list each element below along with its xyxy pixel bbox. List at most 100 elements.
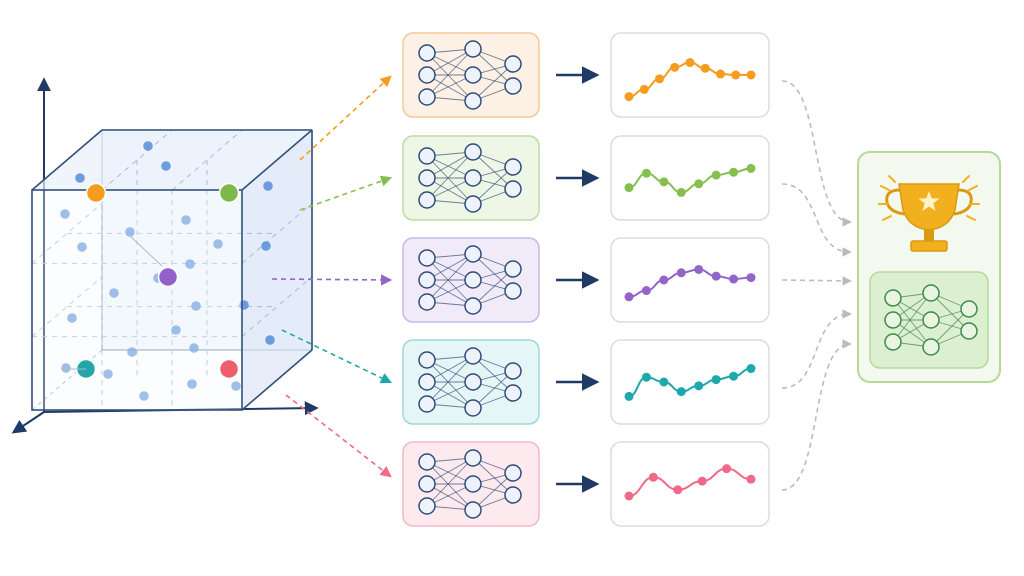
network-edge (426, 359, 474, 409)
sparkle-ray (888, 175, 896, 183)
curve-point (711, 375, 721, 385)
network-edge (930, 308, 970, 348)
network-edge (472, 166, 514, 205)
curve-point (694, 264, 704, 274)
sample-point (125, 227, 135, 237)
performance-card-red (610, 441, 770, 527)
performance-card-teal (610, 339, 770, 425)
network-edge (426, 177, 474, 205)
network-edge (892, 297, 932, 348)
network-edge (472, 472, 514, 511)
network-node (504, 260, 522, 278)
network-node (504, 158, 522, 176)
neural-network-icon (418, 143, 522, 213)
curve-point (641, 286, 651, 296)
curve-point (624, 92, 634, 102)
curve-point (659, 177, 669, 187)
sample-point (171, 325, 181, 335)
best-model-panel (857, 151, 1001, 383)
selection-connector (781, 276, 852, 286)
network-node (922, 284, 940, 302)
z-axis (11, 411, 45, 434)
curve-point (711, 170, 721, 180)
network-edge (426, 151, 474, 201)
sample-point (77, 242, 87, 252)
network-node (504, 362, 522, 380)
network-node (418, 191, 436, 209)
network-node (464, 40, 482, 58)
sample-point (67, 313, 77, 323)
candidate-point-red (218, 358, 240, 380)
curve-point (700, 63, 710, 73)
selection-connector (781, 309, 852, 389)
trophy-cup (898, 183, 960, 231)
curve-point (729, 274, 739, 284)
trial-arrows (271, 75, 393, 478)
curve-point (746, 70, 756, 80)
network-edge (472, 63, 514, 102)
cube-edge (241, 349, 313, 411)
neural-network-icon (418, 40, 522, 110)
curve-point (746, 474, 756, 484)
trial-row-purple (402, 237, 770, 323)
curve-point (655, 74, 664, 84)
performance-card-green (610, 135, 770, 221)
network-node (464, 347, 482, 365)
trophy-stem (924, 230, 934, 242)
network-edge (426, 257, 474, 307)
network-node (464, 143, 482, 161)
sparkle-ray (968, 185, 978, 191)
network-node (418, 44, 436, 62)
curve-point (746, 163, 756, 173)
network-edge (426, 483, 474, 511)
network-edge (472, 253, 514, 292)
cube-inner-arrow (129, 235, 163, 267)
curve-point (639, 84, 649, 94)
network-node (884, 333, 902, 351)
trophy-handle-right (953, 188, 973, 216)
network-node (464, 92, 482, 110)
curve-point (624, 183, 634, 193)
curve-point (676, 187, 686, 197)
cube-top-face (32, 130, 312, 190)
network-node (464, 501, 482, 519)
curve-point (746, 364, 756, 374)
curve-point (676, 268, 686, 278)
trophy-base (910, 240, 948, 252)
curve-point (685, 58, 695, 68)
sample-point (261, 241, 271, 251)
curve-point (729, 371, 739, 381)
network-node (464, 245, 482, 263)
network-edge (426, 48, 474, 76)
sample-point (139, 391, 149, 401)
performance-card-purple (610, 237, 770, 323)
curve-point (729, 167, 739, 177)
network-edge (930, 292, 970, 332)
curve-point (624, 391, 634, 401)
network-node (884, 311, 902, 329)
network-edge (426, 381, 474, 409)
curve-point (659, 275, 669, 285)
network-edge (472, 370, 514, 409)
curve-point (673, 485, 683, 495)
sparkle-ray (882, 215, 892, 221)
trial-row-green (402, 135, 770, 221)
selection-connectors (781, 80, 852, 491)
network-node (464, 475, 482, 493)
sample-point (127, 347, 137, 357)
network-edge (472, 48, 514, 87)
network-node (504, 486, 522, 504)
sparkle-ray (880, 185, 890, 191)
network-node (464, 66, 482, 84)
network-edge (426, 457, 474, 485)
network-node (464, 399, 482, 417)
trophy-icon (878, 175, 980, 252)
network-node (418, 351, 436, 369)
sample-point (161, 161, 171, 171)
sample-point (191, 301, 201, 311)
curve-point (670, 62, 680, 72)
selection-connector (781, 339, 852, 491)
network-edge (426, 253, 474, 303)
network-edge (472, 457, 514, 496)
